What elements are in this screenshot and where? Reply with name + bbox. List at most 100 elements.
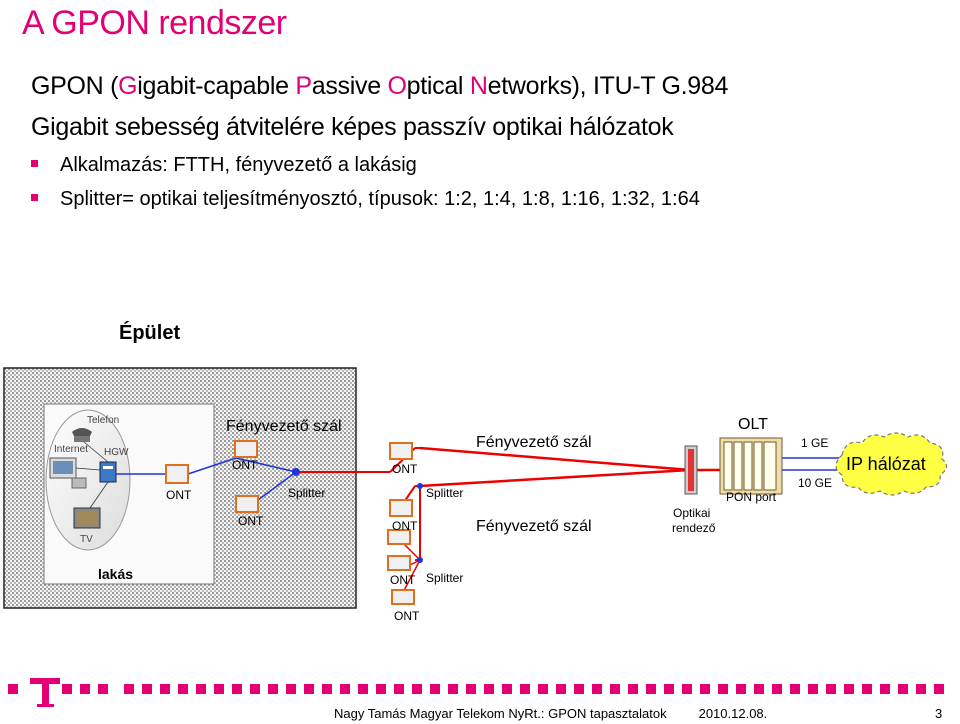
footer-dot bbox=[484, 684, 494, 694]
footer-dot bbox=[556, 684, 566, 694]
splitter-node bbox=[417, 557, 423, 563]
odf-label-line-2: rendező bbox=[672, 521, 716, 535]
footer-dot bbox=[124, 684, 134, 694]
intro-line-2: Gigabit sebesség átvitelére képes passzí… bbox=[31, 113, 674, 141]
footer-dot bbox=[268, 684, 278, 694]
ont-splitter-link-a bbox=[187, 457, 237, 475]
footer-decor bbox=[8, 678, 944, 707]
bullet-text: Alkalmazás: FTTH, fényvezető a lakásig bbox=[60, 154, 417, 176]
bullet-square-icon bbox=[31, 194, 38, 202]
odf-label: rendező bbox=[672, 521, 715, 535]
ip-network-label: IP hálózat bbox=[846, 454, 926, 474]
footer-dot bbox=[772, 684, 782, 694]
pon-port-label: PON port bbox=[726, 490, 777, 504]
tv-label: TV bbox=[80, 534, 93, 545]
olt-rack-icon bbox=[719, 437, 783, 495]
ont-boxes bbox=[165, 440, 415, 605]
footer-dot bbox=[430, 684, 440, 694]
footer-dot bbox=[178, 684, 188, 694]
footer-dot bbox=[718, 684, 728, 694]
page-number: 3 bbox=[935, 706, 943, 721]
intro-line-1-part: O bbox=[387, 72, 407, 100]
footer-dot bbox=[880, 684, 890, 694]
footer-dot bbox=[736, 684, 746, 694]
footer-dot bbox=[520, 684, 530, 694]
splitter-node bbox=[292, 468, 300, 476]
ont-label: ONT bbox=[166, 488, 192, 502]
footer-dot bbox=[160, 684, 170, 694]
building-label: Épület bbox=[119, 322, 181, 344]
computer-icon bbox=[49, 457, 87, 489]
footer-dot bbox=[142, 684, 152, 694]
footer-dot bbox=[538, 684, 548, 694]
footer-dot bbox=[448, 684, 458, 694]
internet-label: Internet bbox=[54, 444, 88, 455]
footer-dot bbox=[844, 684, 854, 694]
odf-label: Optikai bbox=[673, 506, 710, 520]
footer-dot bbox=[790, 684, 800, 694]
bullet-square-icon bbox=[31, 160, 38, 168]
ont-label: ONT bbox=[238, 514, 264, 528]
footer-dot bbox=[358, 684, 368, 694]
olt-label: OLT bbox=[738, 416, 768, 433]
bullet-text: Splitter= optikai teljesítményosztó, típ… bbox=[60, 188, 700, 210]
intro-line-1-part: etworks), ITU-T G.984 bbox=[487, 72, 729, 100]
slide-title: A GPON rendszer bbox=[22, 4, 287, 42]
ip-network-cloud-icon bbox=[835, 432, 948, 496]
footer-title: Nagy Tamás Magyar Telekom NyRt.: GPON ta… bbox=[334, 706, 667, 721]
footer-dot bbox=[466, 684, 476, 694]
fiber-label: Fényvezető szál bbox=[476, 434, 592, 451]
footer-dot bbox=[322, 684, 332, 694]
fiber-label: Fényvezető szál bbox=[476, 518, 592, 535]
footer-dot bbox=[862, 684, 872, 694]
uplink-1ge-label: 1 GE bbox=[801, 436, 829, 450]
telefon-label: Telefon bbox=[87, 415, 120, 426]
footer-dot bbox=[898, 684, 908, 694]
splitter-label: Splitter bbox=[288, 486, 326, 500]
ont-label: ONT bbox=[394, 609, 420, 623]
intro-line-1-part: igabit-capable bbox=[137, 72, 296, 100]
footer-dot bbox=[214, 684, 224, 694]
splitter-label: Splitter bbox=[426, 571, 464, 585]
splitter-node bbox=[417, 483, 423, 489]
footer-dot bbox=[628, 684, 638, 694]
footer-dot bbox=[502, 684, 512, 694]
ont-label: ONT bbox=[392, 519, 418, 533]
footer-dot bbox=[592, 684, 602, 694]
telekom-dot-row bbox=[8, 684, 108, 694]
intro-line-1-part: P bbox=[295, 72, 312, 100]
ont-label: ONT bbox=[390, 573, 416, 587]
home-devices-bubble bbox=[45, 409, 131, 551]
footer-dot bbox=[700, 684, 710, 694]
footer-date: 2010.12.08. bbox=[698, 706, 768, 721]
footer-dot bbox=[682, 684, 692, 694]
footer-dot bbox=[808, 684, 818, 694]
footer-dot bbox=[934, 684, 944, 694]
flat-label: lakás bbox=[98, 566, 134, 582]
odf-label-line-1: Optikai bbox=[673, 506, 711, 520]
footer-dot bbox=[646, 684, 656, 694]
intro-line-1-part: ptical bbox=[406, 72, 470, 100]
ont-splitter-link-b bbox=[257, 471, 297, 501]
footer-dot bbox=[754, 684, 764, 694]
uplink-10ge-label: 10 GE bbox=[798, 476, 833, 490]
intro-line-1-part: N bbox=[469, 72, 488, 100]
footer-dot bbox=[574, 684, 584, 694]
footer-dot bbox=[286, 684, 296, 694]
footer-dot bbox=[250, 684, 260, 694]
ont-label: ONT bbox=[232, 458, 258, 472]
footer-text: Nagy Tamás Magyar Telekom NyRt.: GPON ta… bbox=[334, 706, 767, 721]
footer-dot bbox=[610, 684, 620, 694]
footer-dot bbox=[376, 684, 386, 694]
footer-dot bbox=[196, 684, 206, 694]
intro-line-1-part: GPON ( bbox=[31, 72, 119, 100]
footer-dot bbox=[232, 684, 242, 694]
bullet-item-2: Splitter= optikai teljesítményosztó, típ… bbox=[31, 188, 700, 211]
telekom-t-logo bbox=[30, 678, 60, 707]
intro-line-1: GPON (Gigabit-capable Passive Optical Ne… bbox=[31, 72, 728, 101]
footer-dot bbox=[304, 684, 314, 694]
splitter-label: Splitter bbox=[426, 486, 464, 500]
hgw-router-icon bbox=[99, 461, 117, 483]
footer-dot bbox=[916, 684, 926, 694]
